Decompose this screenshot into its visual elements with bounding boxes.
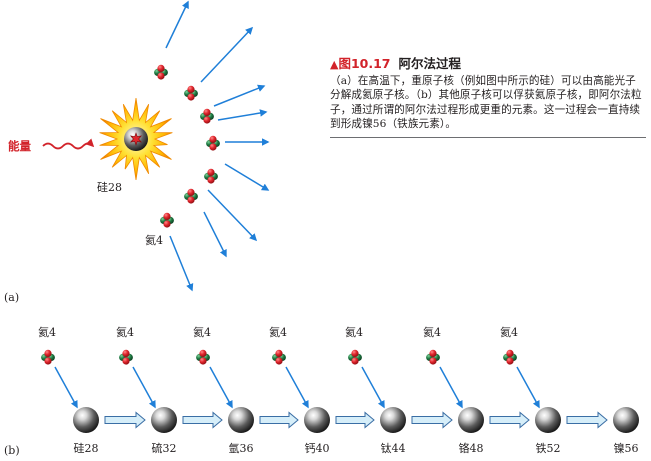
emission-arrows <box>165 0 270 292</box>
helium-label: 氦4 <box>269 325 287 339</box>
helium-label: 氦4 <box>423 325 441 339</box>
sphere-nucleus <box>613 407 639 433</box>
sphere-nucleus <box>73 407 99 433</box>
helium-label: 氦4 <box>345 325 363 339</box>
block-arrow <box>259 411 299 429</box>
caption-marker: ▲ <box>330 58 339 71</box>
alpha-particles <box>154 64 220 228</box>
alpha-particle <box>272 349 286 365</box>
nucleus-label: 铬48 <box>459 441 484 455</box>
emission-arrow <box>224 163 270 191</box>
emission-arrow <box>203 211 227 258</box>
caption-title: ▲图10.17 阿尔法过程 <box>330 56 646 73</box>
alpha-particle <box>119 349 133 365</box>
helium-label: 氦4 <box>116 325 134 339</box>
helium-label: 氦4 <box>38 325 56 339</box>
alpha-particle <box>204 168 218 184</box>
nucleus-label: 镍56 <box>614 441 639 455</box>
capture-arrow <box>516 366 540 409</box>
capture-arrow <box>439 366 463 409</box>
capture-arrow <box>132 366 156 409</box>
alpha-particle <box>503 349 517 365</box>
emission-arrow <box>200 26 254 83</box>
alpha-particle <box>154 64 168 80</box>
helium-label: 氦4 <box>500 325 518 339</box>
block-arrow <box>335 411 375 429</box>
nucleus-label: 钙40 <box>305 441 330 455</box>
emission-arrow <box>169 235 194 292</box>
wavy-energy-arrow <box>42 138 95 150</box>
helium-label: 氦4 <box>145 233 163 247</box>
block-arrow <box>182 411 223 429</box>
alpha-particle <box>206 135 220 151</box>
figure-number: 图10.17 <box>338 56 391 71</box>
nucleus-label: 硫32 <box>152 441 177 455</box>
sphere-nucleus <box>535 407 561 433</box>
caption-divider <box>330 136 646 138</box>
nucleus-label: 钛44 <box>381 441 406 455</box>
capture-arrow <box>54 366 78 409</box>
caption-body: （a）在高温下，重原子核（例如图中所示的硅）可以由高能光子分解成氦原子核。（b）… <box>330 75 642 131</box>
emission-arrow <box>213 84 266 107</box>
emission-arrow <box>207 189 258 242</box>
sphere-nucleus <box>151 407 177 433</box>
alpha-particle <box>348 349 362 365</box>
alpha-particle <box>200 108 214 124</box>
figure-caption: ▲图10.17 阿尔法过程 （a）在高温下，重原子核（例如图中所示的硅）可以由高能… <box>330 56 646 138</box>
panel-a: (a) 能量 硅28 氦4 <box>4 0 270 304</box>
alpha-particle <box>184 85 198 101</box>
alpha-particle <box>196 349 210 365</box>
sphere-nucleus <box>304 407 330 433</box>
panel-a-label: (a) <box>4 291 19 304</box>
emission-arrow <box>217 109 268 121</box>
sphere-nucleus <box>458 407 484 433</box>
alpha-capture-chain: 硅28 氦4 硫32 氦4 氩36 氦4 钙40 氦4 钛44 氦4 铬48 氦4 铁52 氦4 镍56 <box>38 325 639 455</box>
sphere-nucleus <box>380 407 406 433</box>
silicon-label: 硅28 <box>97 181 122 194</box>
nucleus-label: 硅28 <box>74 442 99 455</box>
helium-label: 氦4 <box>193 325 211 339</box>
sphere-nucleus <box>228 407 254 433</box>
explosion-starburst <box>99 97 173 181</box>
alpha-particle <box>160 212 174 228</box>
panel-b-label: (b) <box>4 444 20 457</box>
alpha-particle <box>184 188 198 204</box>
block-arrow <box>489 411 530 429</box>
figure-title: 阿尔法过程 <box>398 56 462 71</box>
block-arrow <box>411 411 453 429</box>
capture-arrow <box>209 366 233 409</box>
nucleus-label: 氩36 <box>229 441 254 455</box>
panel-b: (b) 硅28 氦4 硫32 氦4 氩36 氦4 钙40 氦4 钛44 氦4 铬48 氦4 铁52 氦4 镍… <box>4 325 639 457</box>
emission-arrow <box>165 0 189 49</box>
alpha-particle <box>426 349 440 365</box>
energy-label: 能量 <box>8 139 31 153</box>
block-arrow <box>566 411 608 429</box>
nucleus-label: 铁52 <box>536 442 561 455</box>
capture-arrow <box>361 366 385 409</box>
block-arrow <box>104 411 146 429</box>
capture-arrow <box>285 366 309 409</box>
alpha-particle <box>41 349 55 365</box>
